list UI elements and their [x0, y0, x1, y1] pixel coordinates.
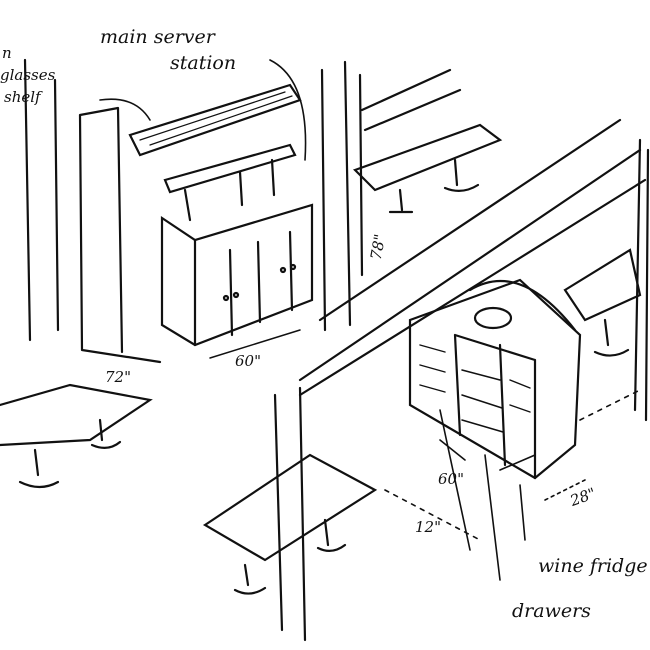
drawers-label: drawers: [512, 600, 591, 622]
dimension-height-small: 72": [105, 368, 131, 386]
dimension-width-main: 60": [235, 352, 261, 370]
main-server-station: [128, 83, 314, 359]
right-table: [563, 248, 642, 357]
front-pillar: [202, 386, 378, 642]
wine-fridge-label: wine fridge: [538, 555, 648, 577]
left-pillar: [23, 58, 162, 364]
ceiling-beams: [298, 118, 650, 422]
glasses-shelf-label-3: shelf: [4, 88, 41, 106]
glasses-shelf-label-2: glasses: [0, 66, 56, 84]
dimension-arrows: [99, 59, 641, 581]
left-table: [0, 383, 153, 489]
dimension-depth-side: 12": [415, 518, 441, 536]
back-table: [320, 60, 503, 332]
glasses-shelf-label-1: n: [2, 44, 12, 62]
main-station-label-2: station: [170, 52, 237, 74]
main-station-label-1: main server: [100, 26, 215, 48]
dimension-width-side: 60": [438, 470, 464, 488]
wine-fridge-unit: [408, 278, 582, 480]
